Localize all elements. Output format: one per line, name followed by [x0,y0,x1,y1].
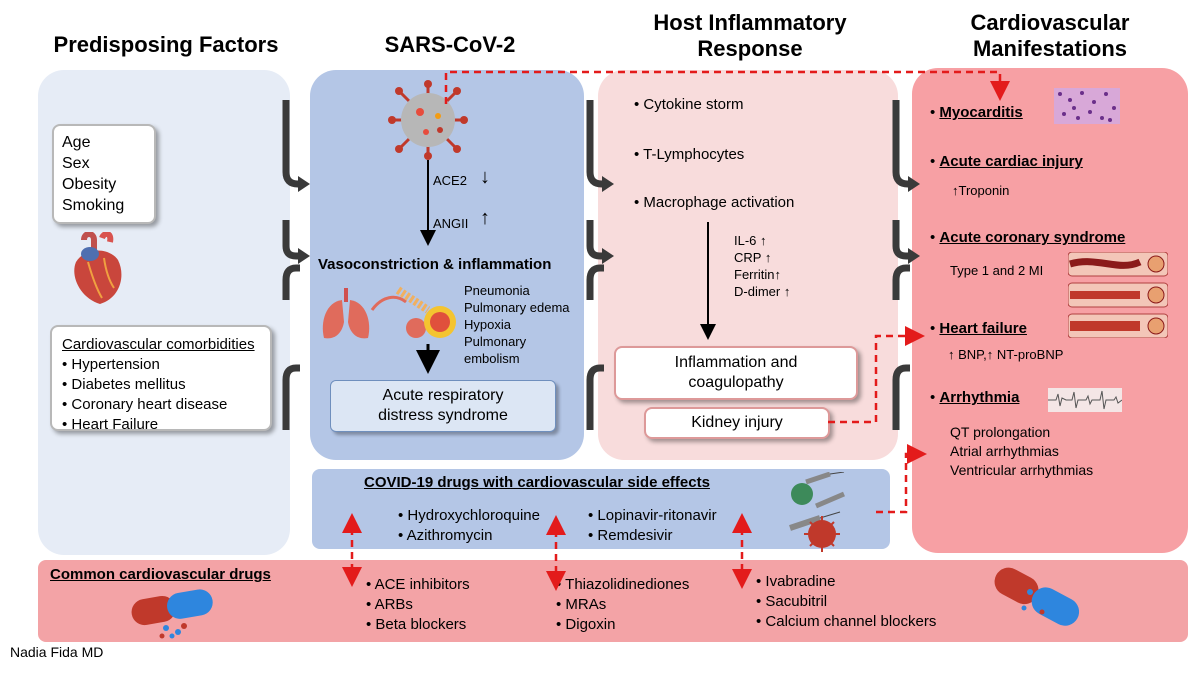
covid-drugs-col1: Hydroxychloroquine Azithromycin [398,506,540,546]
marker-list: IL-6 ↑ CRP ↑ Ferritin↑ D-dimer ↑ [734,232,790,300]
lung-effects: Pneumonia Pulmonary edema Hypoxia Pulmon… [464,282,570,367]
host-item: T-Lymphocytes [634,146,744,163]
acute-injury-label: Acute cardiac injury [939,153,1083,170]
covid-drug-item: Remdesivir [588,526,717,546]
lungs-icon [322,286,456,339]
covid-drug-item: Hydroxychloroquine [398,506,540,526]
common-drug-item: Ivabradine [756,572,936,592]
bnp-label: BNP, [958,347,987,362]
troponin-item: ↑Troponin [952,183,1010,198]
comorbidities-box: Cardiovascular comorbidities Hypertensio… [50,325,272,433]
ace2-down-arrow: ↓ [480,166,490,188]
angii-up-arrow: ↑ [480,207,490,229]
inflammation-box: Inflammation and coagulopathy [614,346,858,400]
basic-factors-box: Age Sex Obesity Smoking [52,124,156,224]
common-drug-item: ACE inhibitors [366,575,470,595]
artery-icon [1068,252,1168,338]
vaso-title: Vasoconstriction & inflammation [318,256,552,273]
host-item: Cytokine storm [634,96,743,113]
arrhythmia-type: Ventricular arrhythmias [950,462,1094,478]
factor-smoking: Smoking [62,197,125,214]
ntprobnp-label: NT-proBNP [996,347,1064,362]
inflammation-label: Inflammation and coagulopathy [674,354,798,391]
marker-item: D-dimer ↑ [734,284,791,299]
acute-injury-item: • Acute cardiac injury [930,153,1083,170]
common-drug-item: MRAs [556,595,689,615]
author-credit: Nadia Fida MD [10,644,104,660]
marker-item: CRP ↑ [734,250,772,265]
marker-item: Ferritin↑ [734,267,781,282]
kidney-box: Kidney injury [644,407,830,439]
arrhythmia-label: Arrhythmia [939,389,1020,406]
common-drug-item: Digoxin [556,615,689,635]
hf-label: Heart failure [939,320,1027,337]
arrhythmia-type: Atrial arrhythmias [950,443,1059,459]
ecg-icon [1048,388,1122,412]
angii-label: ANGII [433,216,469,231]
common-drugs-group3: Ivabradine Sacubitril Calcium channel bl… [756,572,936,632]
header-cardio: Cardiovascular Manifestations [970,10,1130,61]
lung-effect-item: Hypoxia [464,317,511,332]
heart-anatomy-icon [74,232,122,304]
factor-age: Age [62,134,91,151]
factor-sex: Sex [62,155,90,172]
capsule-icon [994,567,1080,626]
myocarditis-item: • Myocarditis [930,104,1023,121]
lung-effect-item: Pulmonary embolism [464,334,527,366]
comorbidities-title: Cardiovascular comorbidities [62,336,255,353]
covid-drugs-title: COVID-19 drugs with cardiovascular side … [364,474,710,491]
ards-label: Acute respiratory distress syndrome [378,387,508,424]
common-drugs-group2: Thiazolidinediones MRAs Digoxin [556,575,689,635]
acs-item: • Acute coronary syndrome [930,229,1126,246]
comorbidity-item: Diabetes mellitus [62,375,260,395]
header-host: Host Inflammatory Response [653,10,847,61]
ards-box: Acute respiratory distress syndrome [330,380,556,432]
common-drug-item: ARBs [366,595,470,615]
arrhythmia-item: • Arrhythmia [930,389,1020,406]
common-drug-item: Sacubitril [756,592,936,612]
common-drug-item: Beta blockers [366,615,470,635]
common-drugs-title: Common cardiovascular drugs [50,566,271,583]
myocarditis-label: Myocarditis [939,104,1023,121]
header-predisposing: Predisposing Factors [53,32,279,57]
virus-icon [388,80,468,160]
arrhythmia-types: QT prolongation Atrial arrhythmias Ventr… [950,423,1093,480]
mi-label: Type 1 and 2 MI [950,263,1044,278]
cardio-panel [912,68,1188,553]
troponin-label: Troponin [958,183,1010,198]
comorbidity-item: Coronary heart disease [62,395,260,415]
kidney-label: Kidney injury [691,414,783,431]
bnp-item: ↑ BNP,↑ NT-proBNP [948,347,1064,362]
ace2-label: ACE2 [433,173,467,188]
marker-item: IL-6 ↑ [734,233,767,248]
covid-drug-item: Lopinavir-ritonavir [588,506,716,526]
header-sars: SARS-CoV-2 [384,32,516,57]
comorbidity-item: Hypertension [62,355,260,375]
common-drug-item: Calcium channel blockers [756,612,936,632]
comorbidity-item: Heart Failure [62,415,260,435]
capsule-icon [131,589,213,639]
syringe-icon [789,472,845,552]
arrhythmia-type: QT prolongation [950,424,1051,440]
covid-drugs-col2: Lopinavir-ritonavir Remdesivir [588,506,717,546]
common-drugs-group1: ACE inhibitors ARBs Beta blockers [366,575,470,635]
histology-icon [1054,88,1120,124]
host-item: Macrophage activation [634,194,794,211]
lung-effect-item: Pneumonia [464,283,530,298]
covid-drug-item: Azithromycin [398,526,540,546]
lung-effect-item: Pulmonary edema [464,300,570,315]
acs-label: Acute coronary syndrome [939,229,1126,246]
hf-item: • Heart failure [930,320,1027,337]
factor-obesity: Obesity [62,176,117,193]
common-drug-item: Thiazolidinediones [556,575,689,595]
